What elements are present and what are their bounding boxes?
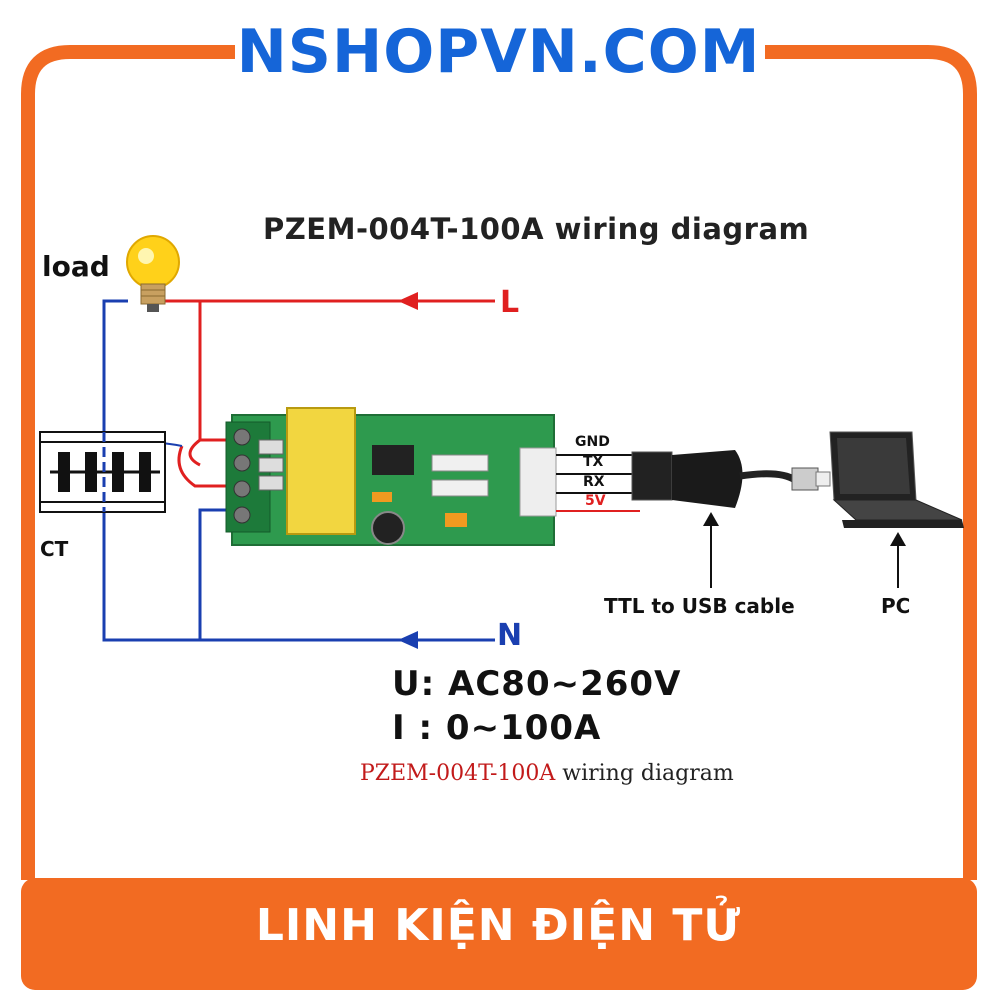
live-wire: [165, 292, 495, 488]
caption-rest: wiring diagram: [555, 761, 734, 786]
voltage-spec: U: AC80~260V: [392, 664, 682, 704]
ttl-usb-adapter: [631, 450, 831, 508]
pin-tx-label: TX: [583, 454, 604, 470]
ct-coil: [39, 431, 166, 513]
brand-title: NSHOPVN.COM: [236, 17, 761, 87]
ttl-cable-label: TTL to USB cable: [604, 594, 795, 618]
neutral-label: N: [497, 618, 523, 653]
caption: PZEM-004T-100A wiring diagram: [360, 761, 734, 786]
pzem-board: [225, 407, 557, 546]
current-spec: I : 0~100A: [392, 708, 602, 748]
laptop-icon: [829, 431, 964, 528]
caption-model: PZEM-004T-100A: [360, 761, 556, 786]
annotation-arrows: [703, 512, 906, 588]
live-label: L: [500, 285, 520, 320]
pin-5v-label: 5V: [585, 493, 606, 509]
diagram-title: PZEM-004T-100A wiring diagram: [263, 212, 810, 246]
load-label: load: [42, 250, 110, 283]
pc-label: PC: [881, 594, 911, 618]
orange-frame: [21, 45, 977, 990]
uart-wires: [556, 454, 640, 512]
ct-label: CT: [40, 537, 69, 561]
footer-banner: LINH KIỆN ĐIỆN TỬ: [255, 900, 742, 951]
pin-gnd-label: GND: [575, 434, 610, 450]
pin-rx-label: RX: [583, 474, 605, 490]
light-bulb-icon: [126, 235, 180, 312]
